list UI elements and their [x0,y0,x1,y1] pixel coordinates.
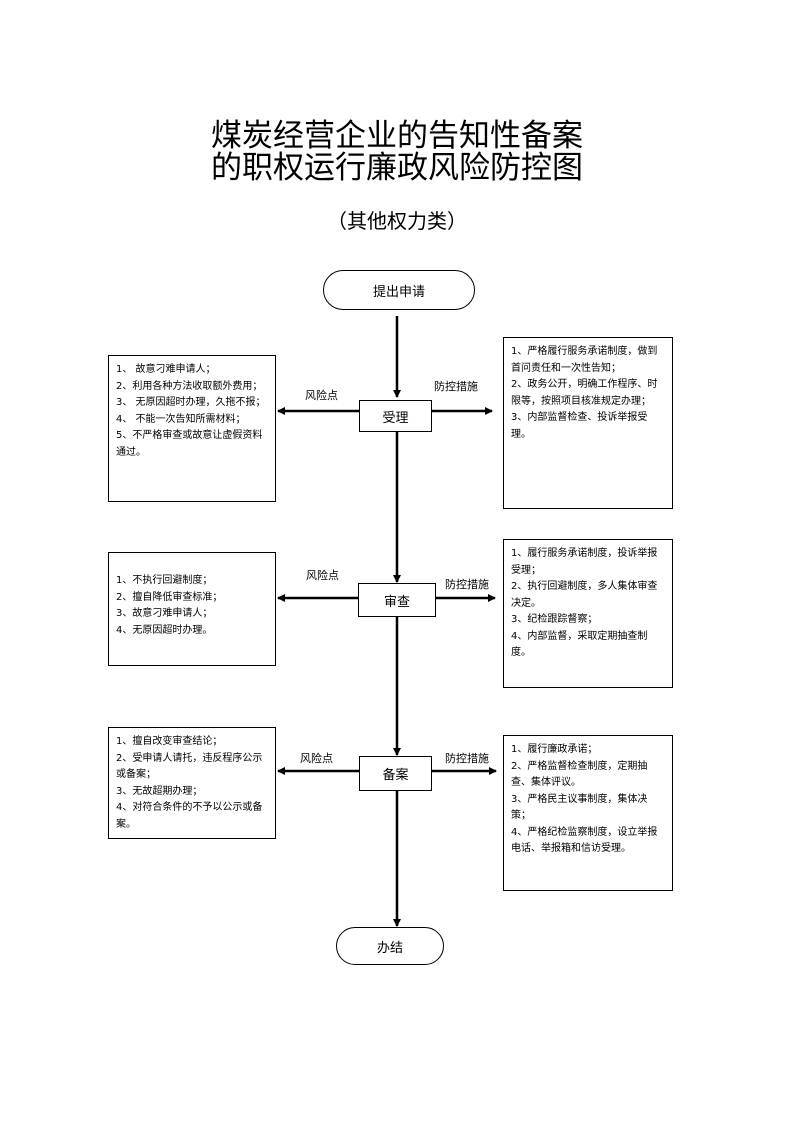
control-item: 1、履行廉政承诺； [511,744,598,755]
risk-item: 5、不严格审查或故意让虚假资料通过。 [116,430,263,458]
page-title-line-1: 煤炭经营企业的告知性备案 [211,118,583,154]
page-subtitle: （其他权力类） [327,209,467,233]
control-item: 3、严格民主议事制度，集体决策； [511,793,648,822]
risk-point-label: 风险点 [306,569,339,582]
step-node-accept: 受理 [359,400,432,432]
risk-item: 4、对符合条件的不予以公示或备案。 [116,802,263,830]
step-node-label: 备案 [382,768,409,783]
control-box-accept: 1、严格履行服务承诺制度，做到首问责任和一次性告知； 2、政务公开，明确工作程序… [503,337,673,509]
control-item: 4、严格纪检监察制度，设立举报电话、举报箱和信访受理。 [511,826,658,855]
risk-item: 3、 无原因超时办理，久拖不报； [116,397,266,408]
risk-point-label: 风险点 [305,389,338,402]
control-item: 3、纪检跟踪督察； [511,614,598,625]
step-node-label: 审查 [383,594,410,610]
risk-item: 3、无故超期办理； [116,785,203,797]
risk-point-label: 风险点 [300,752,333,765]
risk-item: 4、 不能一次告知所需材料； [116,413,246,425]
start-node: 提出申请 [323,270,475,310]
control-item: 1、严格履行服务承诺制度，做到首问责任和一次性告知； [511,346,658,374]
end-node: 办结 [336,927,444,965]
control-item: 4、内部监督，采取定期抽查制度。 [511,630,648,659]
step-node-review: 审查 [358,583,436,617]
page-title-line-2: 的职权运行廉政风险防控图 [211,150,583,186]
risk-item: 1、不执行回避制度； [116,575,213,586]
risk-box-record: 1、擅自改变审查结论； 2、受申请人请托，违反程序公示或备案； 3、无故超期办理… [108,727,276,839]
step-node-record: 备案 [359,756,432,791]
control-box-review: 1、履行服务承诺制度，投诉举报受理； 2、执行回避制度，多人集体审查决定。 3、… [503,539,673,688]
start-node-label: 提出申请 [372,284,425,300]
risk-item: 1、擅自改变审查结论； [116,736,223,747]
control-measure-label: 防控措施 [434,380,478,393]
risk-item: 3、故意刁难申请人； [116,608,213,619]
risk-item: 2、受申请人请托，违反程序公示或备案； [116,752,263,781]
risk-item: 2、擅自降低审查标准； [116,591,223,603]
risk-item: 1、 故意刁难申请人； [116,364,216,375]
risk-box-review: 1、不执行回避制度； 2、擅自降低审查标准； 3、故意刁难申请人； 4、无原因超… [108,552,276,666]
control-measure-label: 防控措施 [445,752,489,765]
control-measure-label: 防控措施 [445,578,489,591]
risk-item: 2、利用各种方法收取额外费用； [116,380,263,392]
control-item: 3、内部监督检查、投诉举报受理。 [511,412,648,440]
control-item: 2、政务公开，明确工作程序、时限等，按照项目核准规定办理； [511,379,658,407]
control-box-record: 1、履行廉政承诺； 2、严格监督检查制度，定期抽查、集体评议。 3、严格民主议事… [503,735,673,891]
control-item: 1、履行服务承诺制度，投诉举报受理； [511,548,658,576]
control-item: 2、严格监督检查制度，定期抽查、集体评议。 [511,760,648,789]
control-item: 2、执行回避制度，多人集体审查决定。 [511,581,658,609]
step-node-label: 受理 [382,410,409,426]
risk-item: 4、无原因超时办理。 [116,624,213,636]
risk-box-accept: 1、 故意刁难申请人； 2、利用各种方法收取额外费用； 3、 无原因超时办理，久… [108,355,276,502]
end-node-label: 办结 [376,940,403,956]
